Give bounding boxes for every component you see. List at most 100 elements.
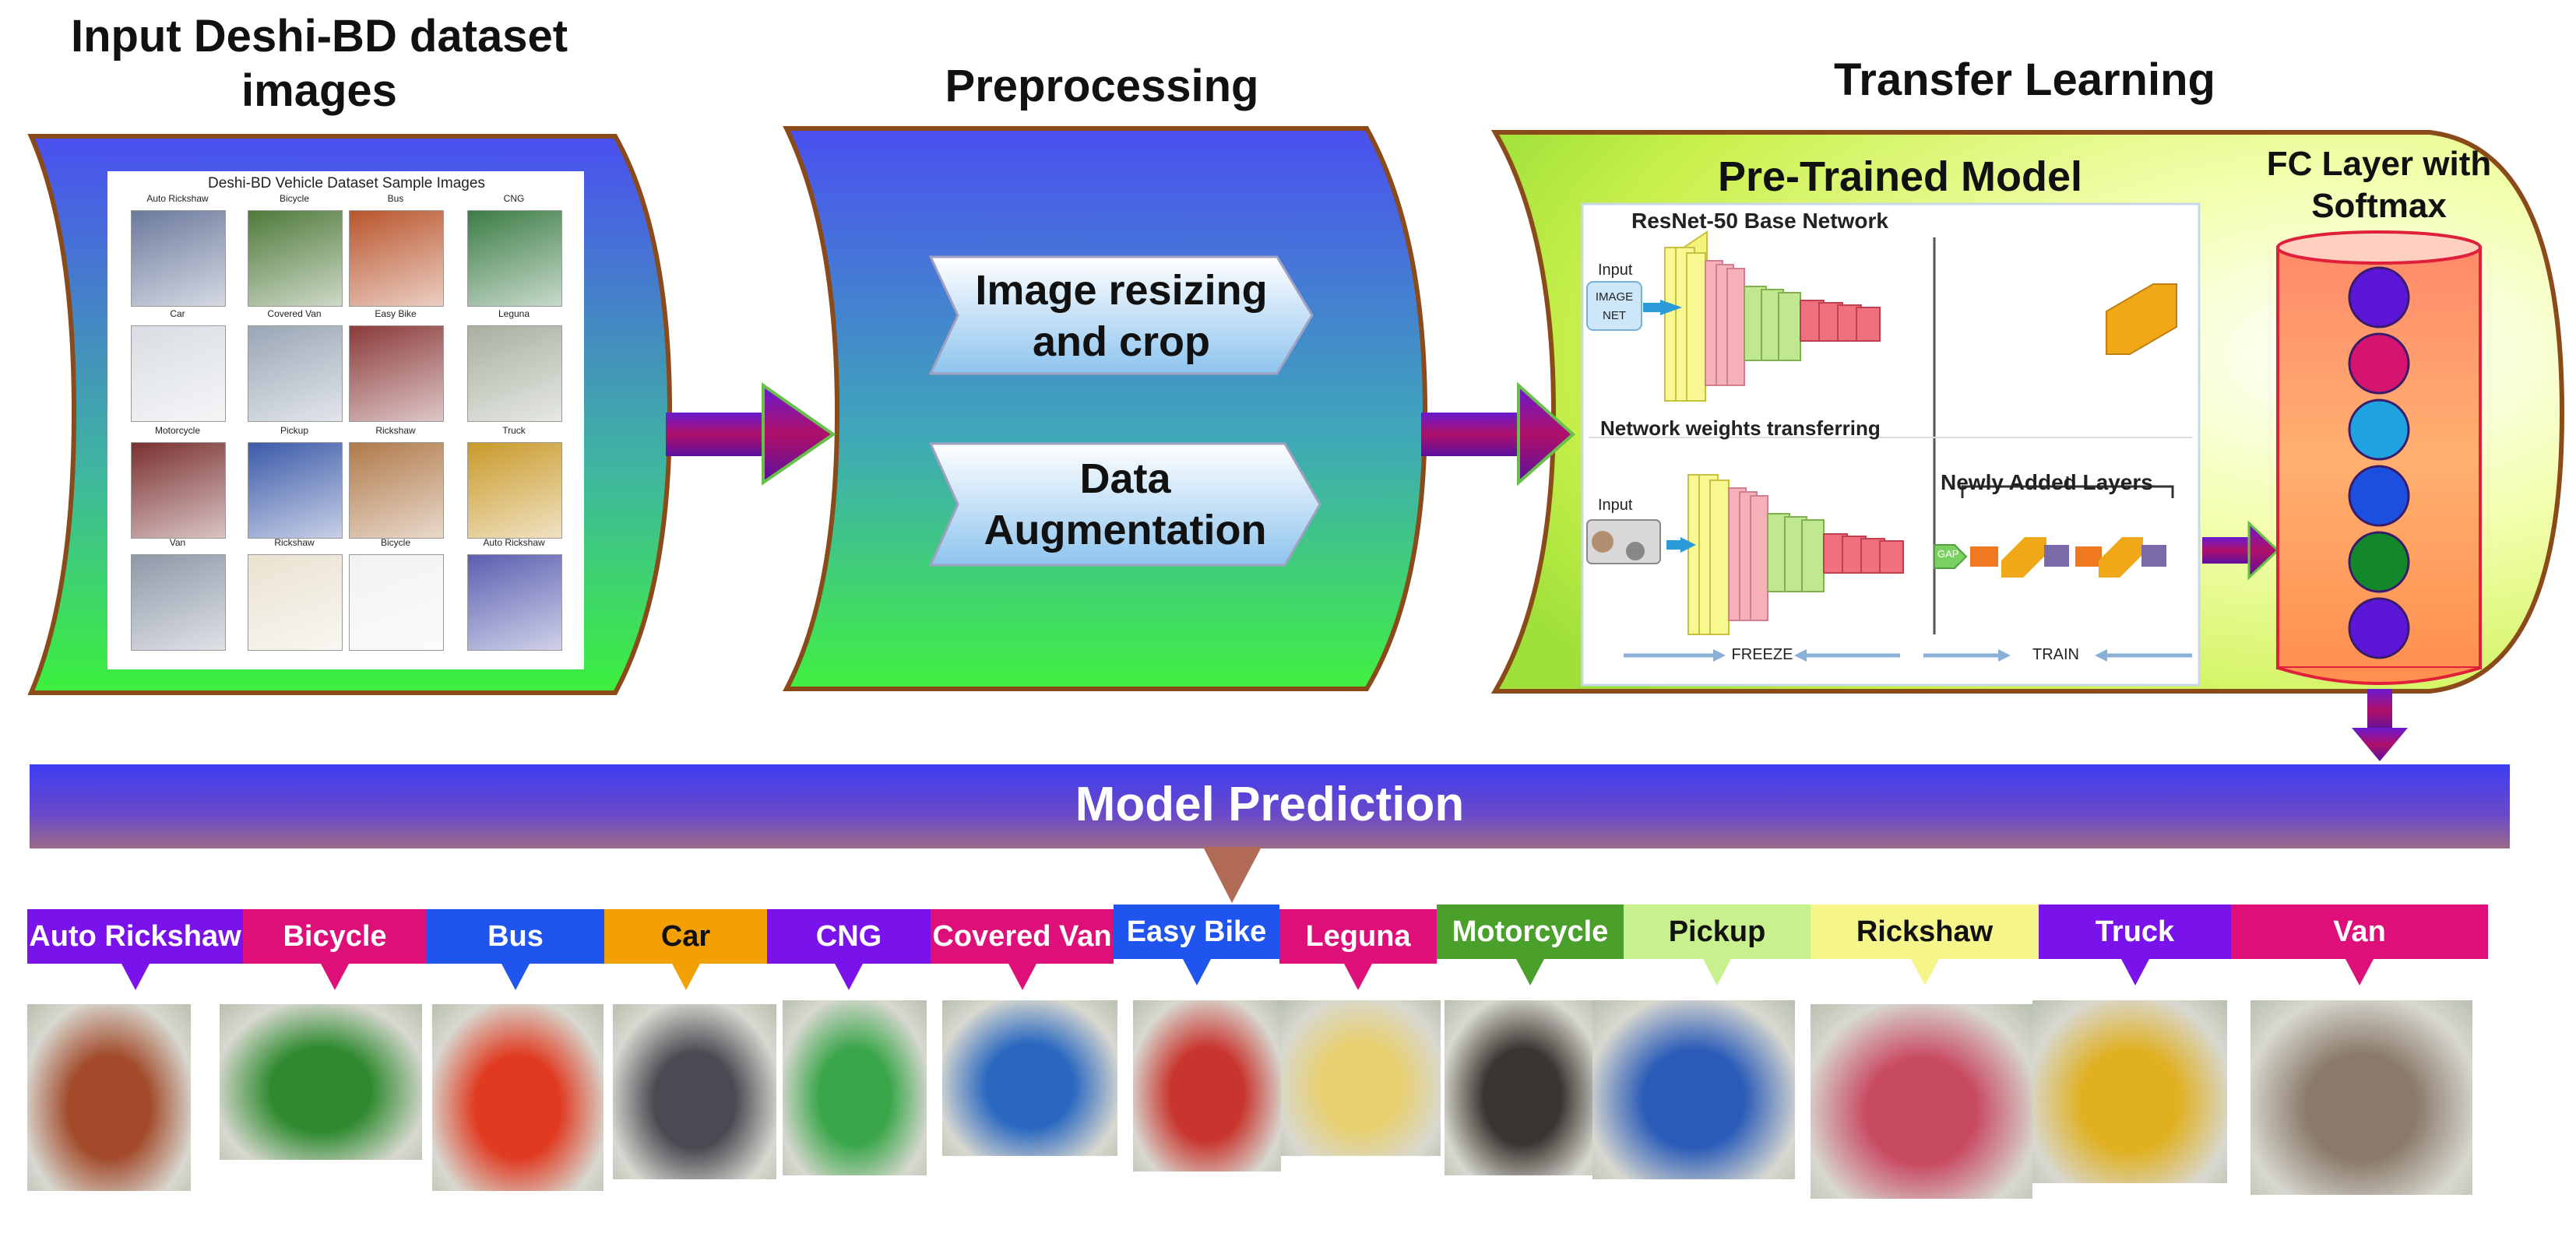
class-photo	[1811, 1004, 2032, 1199]
class-label: Auto Rickshaw	[27, 909, 243, 964]
class-label-pointer	[1182, 959, 1211, 985]
softmax-node	[2348, 266, 2410, 328]
sample-thumb-label: Car	[170, 308, 185, 319]
class-label-pointer	[501, 964, 530, 990]
class-photo	[1281, 1000, 1441, 1156]
fc-title-line1: FC Layer with	[2266, 145, 2492, 183]
input-label-top: Input	[1598, 262, 1633, 279]
sample-thumb-image	[349, 325, 444, 422]
step1-line1: Image resizing	[975, 267, 1268, 314]
sample-thumb-image	[467, 210, 562, 307]
softmax-node	[2348, 465, 2410, 527]
class-label: Leguna	[1279, 909, 1437, 964]
sample-thumb-label: Covered Van	[267, 308, 322, 319]
sample-thumb-image	[467, 325, 562, 422]
class-label: Pickup	[1624, 905, 1811, 959]
gap-label: GAP	[1937, 548, 1959, 560]
sample-thumb-image	[131, 442, 226, 539]
sample-thumb-label: Bicycle	[279, 193, 309, 204]
step-shape-resize	[928, 255, 1314, 375]
softmax-node	[2348, 531, 2410, 593]
sample-thumb-label: Truck	[502, 425, 526, 436]
class-label: Truck	[2039, 905, 2231, 959]
class-photo	[942, 1000, 1117, 1156]
class-label: Easy Bike	[1114, 905, 1279, 959]
weights-transfer-label: Network weights transferring	[1600, 416, 1881, 440]
sample-thumb-image	[467, 554, 562, 651]
resnet-top-blocks	[1664, 230, 2177, 402]
class-label-pointer	[321, 964, 349, 990]
fc-layer-title: FC Layer with Softmax	[2208, 143, 2550, 227]
preprocessing-title: Preprocessing	[945, 61, 1259, 111]
class-photo	[432, 1004, 604, 1191]
train-label: TRAIN	[2032, 646, 2079, 663]
arrow-fc-to-prediction	[2352, 689, 2408, 761]
class-photo	[613, 1004, 776, 1179]
class-label: CNG	[767, 909, 931, 964]
class-photo	[27, 1004, 191, 1191]
imagenet-box	[1586, 281, 1642, 331]
sample-thumb-label: Van	[169, 537, 186, 548]
class-label: Van	[2231, 905, 2488, 959]
class-label: Covered Van	[931, 909, 1114, 964]
sample-thumb-label: Rickshaw	[274, 537, 315, 548]
sample-thumb-label: Bicycle	[380, 537, 410, 548]
imagenet-line1: IMAGE	[1595, 290, 1634, 304]
sample-thumb-label: Auto Rickshaw	[483, 537, 545, 548]
arrow-to-fc-layer	[2202, 520, 2280, 581]
class-photo	[2032, 1000, 2227, 1183]
pretrained-model-title: Pre-Trained Model	[1717, 153, 2083, 200]
class-photo	[1133, 1000, 1281, 1172]
class-label-pointer	[1516, 959, 1544, 985]
step1-line2: and crop	[1032, 318, 1211, 365]
class-label-pointer	[1910, 959, 1939, 985]
class-photo	[783, 1000, 927, 1175]
model-prediction-title: Model Prediction	[1075, 778, 1465, 831]
class-label: Bicycle	[243, 909, 427, 964]
input-stage-title: Input Deshi-BD dataset images	[16, 9, 623, 118]
sample-thumb-image	[248, 325, 343, 422]
class-label-pointer	[121, 964, 150, 990]
sample-thumb-image	[131, 554, 226, 651]
sample-thumb-image	[248, 442, 343, 539]
softmax-node	[2348, 399, 2410, 461]
class-label-pointer	[835, 964, 863, 990]
sample-thumb-label: Pickup	[280, 425, 309, 436]
sample-thumb-image	[467, 442, 562, 539]
input-title-line2: images	[241, 65, 397, 116]
sample-thumb-image	[349, 210, 444, 307]
softmax-node	[2348, 332, 2410, 395]
class-label-pointer	[671, 964, 700, 990]
sample-thumb-label: Auto Rickshaw	[146, 193, 209, 204]
class-photo	[2250, 1000, 2472, 1195]
input-title-line1: Input Deshi-BD dataset	[70, 11, 568, 61]
sample-thumb-image	[248, 210, 343, 307]
softmax-node	[2348, 597, 2410, 659]
imagenet-line2: NET	[1603, 309, 1626, 322]
sample-thumb-label: Leguna	[498, 308, 530, 319]
prediction-pointer	[1203, 847, 1262, 903]
resnet-label: ResNet-50 Base Network	[1631, 209, 1888, 233]
imagenet-label: IMAGE NET	[1592, 288, 1636, 325]
sample-thumb-image	[349, 554, 444, 651]
step-data-augmentation: Data Augmentation	[931, 453, 1320, 556]
class-label-pointer	[1703, 959, 1731, 985]
sample-thumb-image	[248, 554, 343, 651]
class-label-pointer	[2345, 959, 2374, 985]
resnet-bottom-blocks	[1687, 474, 2174, 635]
class-label-pointer	[1008, 964, 1036, 990]
newly-added-layers-label: Newly Added Layers	[1941, 470, 2153, 494]
class-photo	[1445, 1000, 1600, 1175]
fc-title-line2: Softmax	[2311, 187, 2447, 225]
softmax-nodes	[2348, 266, 2410, 659]
class-label: Rickshaw	[1811, 905, 2039, 959]
arrow-input-to-preprocessing	[666, 382, 836, 486]
sample-thumb-image	[131, 325, 226, 422]
sample-thumb-label: Rickshaw	[375, 425, 416, 436]
freeze-label: FREEZE	[1731, 646, 1793, 663]
step-image-resizing: Image resizing and crop	[931, 265, 1312, 367]
class-photo	[220, 1004, 422, 1160]
sample-thumb-label: Motorcycle	[154, 425, 200, 436]
sample-thumb-image	[131, 210, 226, 307]
class-label-pointer	[1344, 964, 1372, 990]
